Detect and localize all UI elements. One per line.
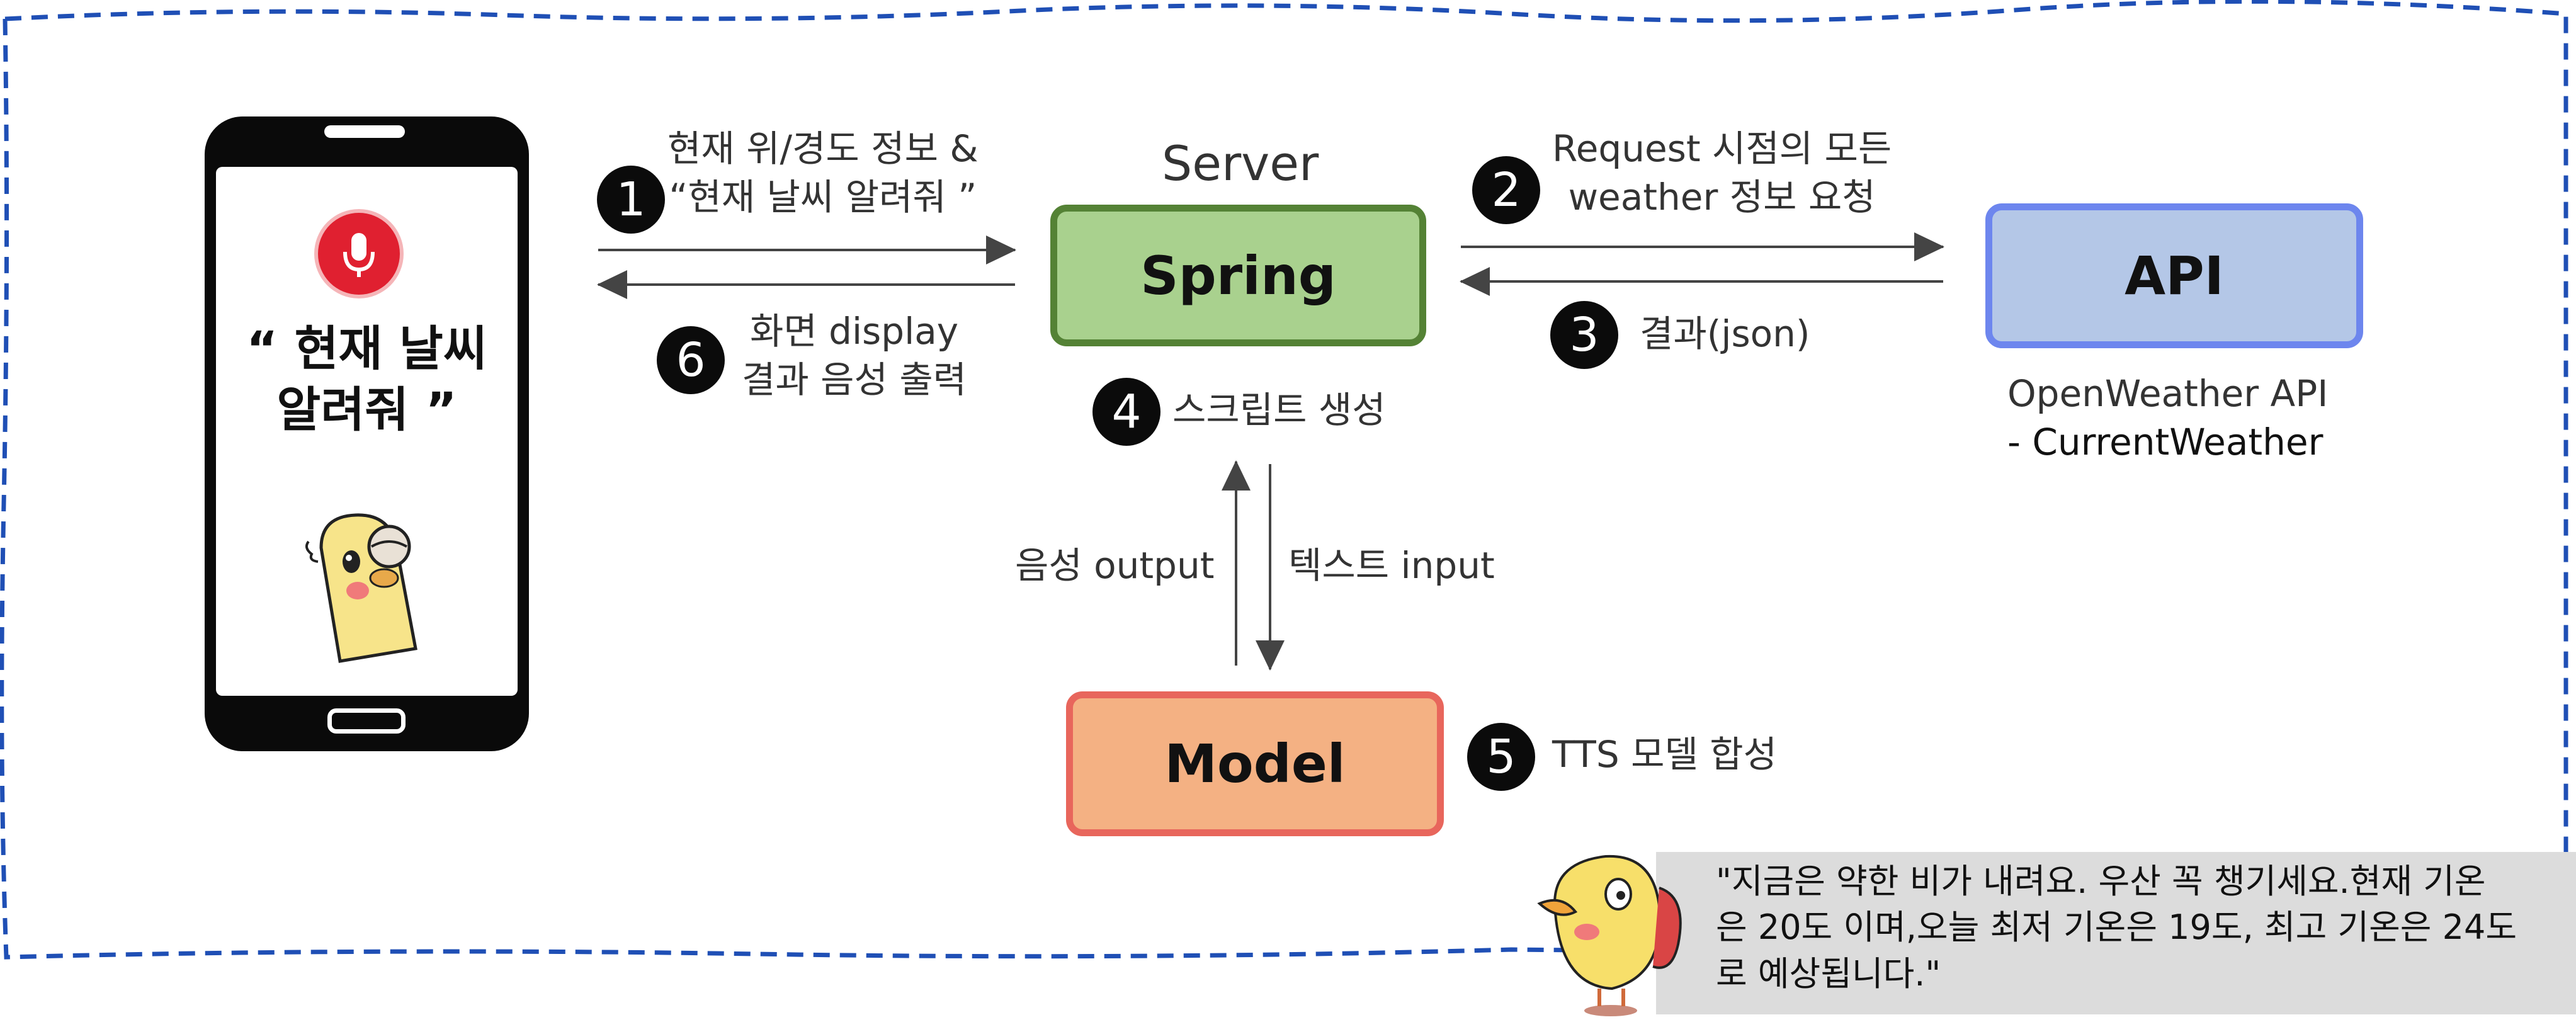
- step-1-label: 현재 위/경도 정보 & “현재 날씨 알려줘 ”: [667, 125, 979, 221]
- step-3-label: 결과(json): [1640, 312, 1810, 355]
- step-5-badge: 5: [1467, 723, 1535, 791]
- phone-command-line-1: “ 현재 날씨: [246, 321, 487, 377]
- step-1-line-2: “현재 날씨 알려줘 ”: [669, 175, 977, 218]
- step-2-line-1: Request 시점의 모든: [1552, 127, 1892, 170]
- step-6-badge: 6: [657, 326, 725, 394]
- step-3-badge: 3: [1550, 301, 1618, 369]
- script-generation-label: 스크립트 생성: [1172, 389, 1386, 431]
- text-input-label: 텍스트 input: [1288, 544, 1495, 587]
- audio-output-label: 음성 output: [1015, 544, 1215, 587]
- spring-box: Spring: [1050, 205, 1426, 346]
- phone-voice-command: “ 현재 날씨 알려줘 ”: [227, 318, 507, 441]
- phone-command-line-2: 알려줘 ”: [276, 382, 457, 438]
- server-title: Server: [1162, 135, 1319, 191]
- dashed-frame: [0, 0, 2568, 960]
- bird-mascot-illustration: [305, 513, 417, 663]
- tts-synthesis-label: TTS 모델 합성: [1552, 733, 1777, 776]
- speaking-bird-icon: [1537, 854, 1682, 1016]
- step-1-badge: 1: [597, 166, 665, 234]
- step-2-label: Request 시점의 모든 weather 정보 요청: [1552, 125, 1892, 221]
- speech-line-2: 은 20도 이며,오늘 최저 기온은 19도, 최고 기온은 24도: [1716, 907, 2517, 948]
- api-caption-line-1: OpenWeather API: [2007, 372, 2329, 415]
- speech-line-1: "지금은 약한 비가 내려요. 우산 꼭 챙기세요.현재 기온: [1716, 861, 2486, 901]
- microphone-icon: [318, 213, 400, 295]
- step-6-line-1: 화면 display: [749, 310, 959, 353]
- speech-output-text: "지금은 약한 비가 내려요. 우산 꼭 챙기세요.현재 기온 은 20도 이며…: [1716, 858, 2517, 997]
- speech-line-3: 로 예상됩니다.": [1716, 953, 1941, 994]
- phone-home-button: [327, 708, 406, 734]
- step-2-badge: 2: [1472, 156, 1540, 224]
- step-2-line-2: weather 정보 요청: [1568, 175, 1876, 218]
- api-caption-line-2: - CurrentWeather: [2007, 420, 2324, 463]
- speech-output-box: "지금은 약한 비가 내려요. 우산 꼭 챙기세요.현재 기온 은 20도 이며…: [1656, 852, 2576, 1014]
- api-caption: OpenWeather API - CurrentWeather: [2007, 370, 2328, 466]
- step-6-label: 화면 display 결과 음성 출력: [742, 307, 967, 404]
- step-1-line-1: 현재 위/경도 정보 &: [667, 127, 979, 170]
- api-box: API: [1985, 203, 2363, 348]
- phone-speaker: [324, 125, 405, 138]
- step-4-badge: 4: [1092, 378, 1160, 446]
- model-box: Model: [1066, 691, 1444, 836]
- step-6-line-2: 결과 음성 출력: [742, 358, 967, 401]
